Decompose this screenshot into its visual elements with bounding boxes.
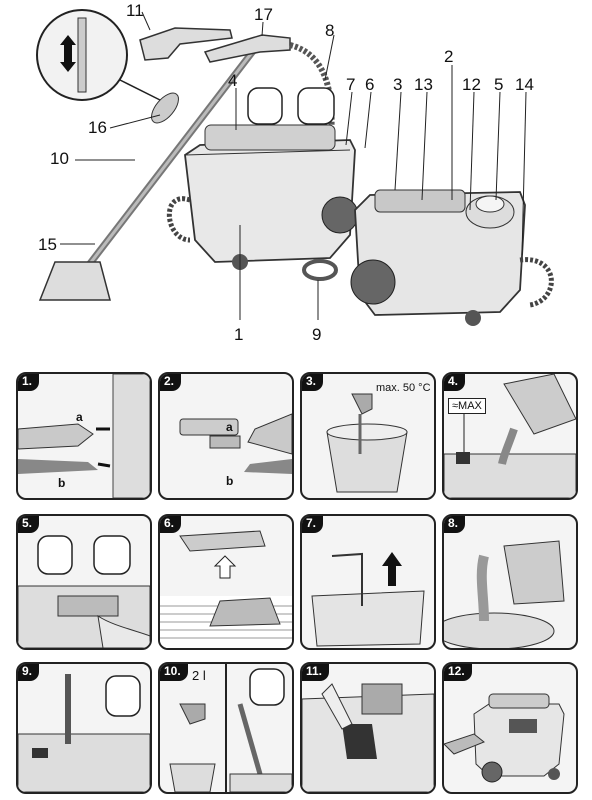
step-panel-6: 6.: [158, 514, 294, 650]
step-panel-2: 2. a b: [158, 372, 294, 500]
callout-4: 4: [228, 71, 238, 90]
callout-1: 1: [234, 325, 244, 344]
callout-6: 6: [365, 75, 375, 94]
step-number: 7.: [302, 516, 324, 533]
step-number: 2.: [160, 374, 182, 391]
callout-16: 16: [88, 118, 107, 137]
step-number: 8.: [444, 516, 466, 533]
step-number: 10.: [160, 664, 188, 681]
step-panel-7: 7.: [300, 514, 436, 650]
label-a: a: [76, 410, 83, 424]
label-b: b: [226, 474, 234, 488]
step-number: 9.: [18, 664, 40, 681]
step-panel-10: 10. 2 l: [158, 662, 294, 794]
callout-13: 13: [414, 75, 433, 94]
step-panel-12: 12.: [442, 662, 578, 794]
step-number: 3.: [302, 374, 324, 391]
step-number: 4.: [444, 374, 466, 391]
overview-illustration: [36, 9, 554, 326]
callout-17: 17: [254, 5, 273, 24]
step-panel-11: 11.: [300, 662, 436, 794]
callout-11: 11: [126, 1, 144, 20]
step-panel-9: 9.: [16, 662, 152, 794]
callout-5: 5: [494, 75, 504, 94]
callout-2: 2: [444, 47, 454, 66]
callout-9: 9: [312, 325, 322, 344]
callout-10: 10: [50, 149, 69, 168]
callout-3: 3: [393, 75, 403, 94]
volume-text: 2 l: [192, 668, 206, 683]
step-panel-5: 5.: [16, 514, 152, 650]
step-panel-4: 4. ≈MAX: [442, 372, 578, 500]
max-temperature-text: max. 50 °C: [376, 382, 431, 394]
step-number: 1.: [18, 374, 40, 391]
callout-8: 8: [325, 21, 335, 40]
step-panel-8: 8.: [442, 514, 578, 650]
label-a: a: [226, 420, 233, 434]
step-number: 11.: [302, 664, 330, 681]
step-panel-1: 1. a b: [16, 372, 152, 500]
max-fill-label: ≈MAX: [448, 398, 486, 414]
callout-7: 7: [346, 75, 356, 94]
step-panel-3: 3. max. 50 °C: [300, 372, 436, 500]
callout-12: 12: [462, 75, 481, 94]
callout-14: 14: [515, 75, 534, 94]
callout-15: 15: [38, 235, 57, 254]
label-b: b: [58, 476, 66, 490]
step-number: 6.: [160, 516, 182, 533]
step-number: 12.: [444, 664, 472, 681]
step-number: 5.: [18, 516, 40, 533]
